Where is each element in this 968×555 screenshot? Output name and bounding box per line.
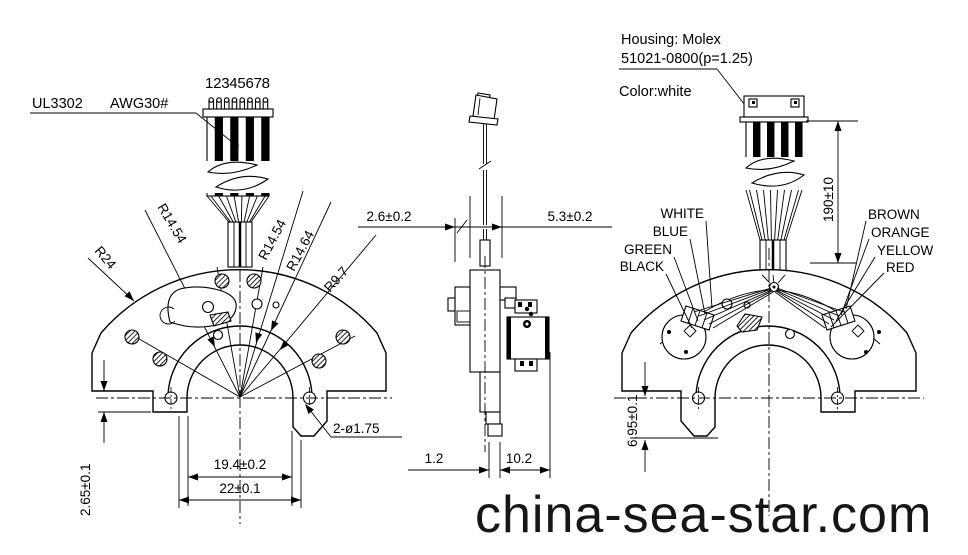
gear-hatch-icon xyxy=(209,311,232,327)
rear-small-hole xyxy=(784,328,796,340)
wire-label-white: WHITE xyxy=(661,206,705,221)
hole-callout: 2-ø1.75 xyxy=(305,404,402,438)
radius-inner-label: R9.7 xyxy=(321,264,351,295)
wire-gauge-label: AWG30# xyxy=(110,96,168,112)
screw-icon xyxy=(124,329,140,345)
front-inner-arc xyxy=(167,325,313,399)
wire-label-blue: BLUE xyxy=(653,224,688,239)
color-note: Color:white xyxy=(619,84,692,100)
watermark-text: china-sea-star.com xyxy=(475,486,932,544)
front-body-outline xyxy=(91,268,387,437)
wire-type-label: UL3302 xyxy=(32,96,83,112)
rear-view: Housing: Molex 51021-0800(p=1.25) Color:… xyxy=(614,32,934,516)
housing-callout: Housing: Molex 51021-0800(p=1.25) Color:… xyxy=(619,32,753,111)
radius-mid-label: R14.64 xyxy=(283,227,317,273)
leg-height-dim: 2.65±0.1 xyxy=(78,464,93,516)
side-connector xyxy=(468,92,499,126)
screw-icon xyxy=(335,329,351,345)
cable-length-dim: 190±10 xyxy=(821,177,836,222)
front-view: 12345678 xyxy=(30,75,402,524)
wire-spec-callout: UL3302 AWG30# xyxy=(30,96,239,148)
rear-connector xyxy=(739,95,809,123)
front-cam-lever xyxy=(159,286,237,328)
wire-label-brown: BROWN xyxy=(868,207,920,222)
side-view: 2.6±0.2 5.3±0.2 xyxy=(358,92,612,478)
front-small-hole xyxy=(251,298,263,310)
housing-line2: 51021-0800(p=1.25) xyxy=(621,51,753,67)
front-screws xyxy=(124,273,351,369)
wire-label-orange: ORANGE xyxy=(871,225,930,240)
pin-numbers-label: 12345678 xyxy=(205,75,271,92)
front-small-hole xyxy=(212,329,224,341)
screw-icon xyxy=(152,351,168,367)
wire-label-yellow: YELLOW xyxy=(877,243,934,258)
plate-thickness-dim: 1.2 xyxy=(425,451,444,466)
housing-line1: Housing: Molex xyxy=(621,32,722,48)
inner-width-dim: 19.4±0.2 xyxy=(214,457,266,472)
gear-hatch-icon xyxy=(736,313,763,333)
svg-text:2-ø1.75: 2-ø1.75 xyxy=(333,421,380,436)
wire-label-red: RED xyxy=(886,260,915,275)
shaft-offset-dim: 5.3±0.2 xyxy=(548,209,593,224)
front-connector xyxy=(202,97,274,118)
wire-labels-right: BROWN ORANGE YELLOW RED xyxy=(830,207,934,328)
rear-wires xyxy=(693,274,845,329)
wire-labels-left: WHITE BLUE GREEN BLACK xyxy=(620,206,713,329)
rear-inner-arc xyxy=(695,325,841,399)
cable-length-dimension: 190±10 xyxy=(806,120,858,264)
radius-outer-label: R24 xyxy=(92,243,120,272)
cable-break-icon xyxy=(744,157,796,170)
wire-label-green: GREEN xyxy=(624,242,672,257)
wire-label-black: BLACK xyxy=(620,259,664,274)
cable-break-icon xyxy=(206,161,259,174)
side-bottom-dimension: 1.2 10.2 xyxy=(408,352,551,478)
side-wire xyxy=(478,124,492,240)
wire-offset-dim: 2.6±0.2 xyxy=(367,209,412,224)
mount-height-dimension: 6.95±0.1 xyxy=(625,362,718,472)
rear-motors xyxy=(661,305,881,360)
screw-icon xyxy=(311,353,327,369)
screw-icon xyxy=(246,273,262,289)
outer-width-dim: 22±0.1 xyxy=(219,481,260,496)
rear-ribbon-cable xyxy=(742,121,806,276)
side-body xyxy=(447,239,550,437)
body-depth-dim: 10.2 xyxy=(506,451,532,466)
radius-right-label: R14.54 xyxy=(255,216,289,262)
screw-icon xyxy=(214,273,230,289)
front-small-hole xyxy=(272,301,280,309)
mount-height-dim: 6.95±0.1 xyxy=(625,395,640,447)
side-top-dimension: 2.6±0.2 5.3±0.2 xyxy=(358,196,612,262)
front-dimensions: 19.4±0.2 22±0.1 2.65±0.1 xyxy=(78,360,302,516)
